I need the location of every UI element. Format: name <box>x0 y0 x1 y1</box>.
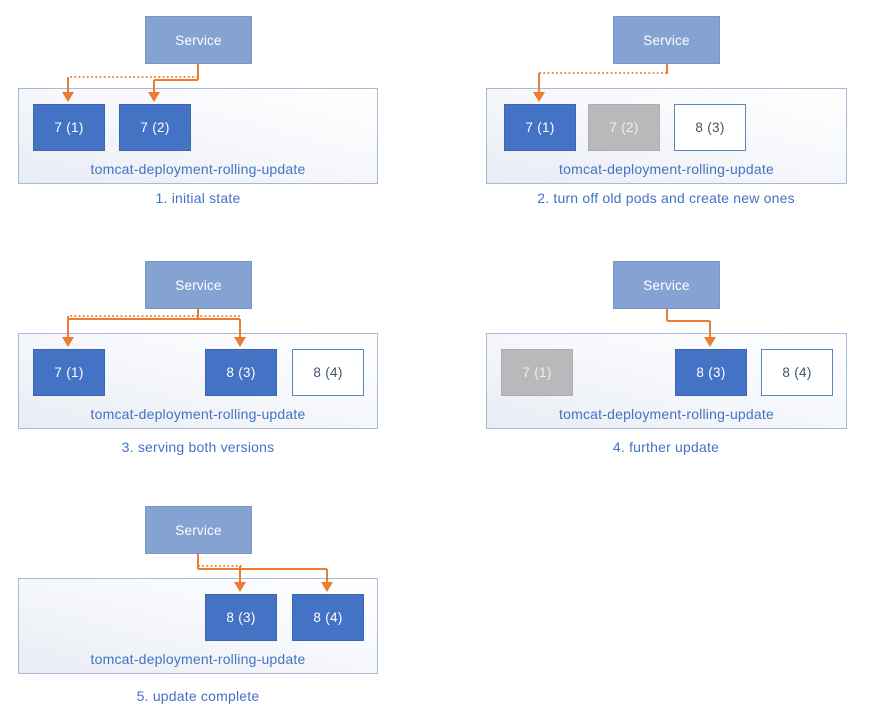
pod: 8 (4) <box>761 349 833 396</box>
panel-caption: 3. serving both versions <box>121 439 275 455</box>
service-box: Service <box>145 16 252 64</box>
panel-caption: 4. further update <box>612 439 720 455</box>
pod: 7 (1) <box>504 104 576 151</box>
service-box: Service <box>145 506 252 554</box>
deployment-box: 7 (1) 7 (2) 8 (3) tomcat-deployment-roll… <box>486 88 847 184</box>
pod: 7 (1) <box>33 349 105 396</box>
panel-caption: 2. turn off old pods and create new ones <box>537 190 795 206</box>
pod: 8 (3) <box>674 104 746 151</box>
pod: 8 (3) <box>205 349 277 396</box>
pod: 8 (4) <box>292 594 364 641</box>
panel-caption: 5. update complete <box>136 688 260 704</box>
deployment-box: 7 (1) 8 (3) 8 (4) tomcat-deployment-roll… <box>486 333 847 429</box>
pod: 8 (3) <box>205 594 277 641</box>
deployment-name: tomcat-deployment-rolling-update <box>559 161 774 177</box>
pod: 8 (4) <box>292 349 364 396</box>
service-box: Service <box>145 261 252 309</box>
deployment-name: tomcat-deployment-rolling-update <box>90 406 306 422</box>
deployment-box: 7 (1) 7 (2) tomcat-deployment-rolling-up… <box>18 88 378 184</box>
deployment-name: tomcat-deployment-rolling-update <box>90 161 306 177</box>
pod: 7 (2) <box>119 104 191 151</box>
deployment-box: 7 (1) 8 (3) 8 (4) tomcat-deployment-roll… <box>18 333 378 429</box>
service-box: Service <box>613 261 720 309</box>
panel-caption: 1. initial state <box>155 190 241 206</box>
pod: 7 (1) <box>33 104 105 151</box>
pod: 7 (2) <box>588 104 660 151</box>
deployment-box: 8 (3) 8 (4) tomcat-deployment-rolling-up… <box>18 578 378 674</box>
deployment-name: tomcat-deployment-rolling-update <box>90 651 306 667</box>
deployment-name: tomcat-deployment-rolling-update <box>559 406 774 422</box>
service-box: Service <box>613 16 720 64</box>
pod: 7 (1) <box>501 349 573 396</box>
pod: 8 (3) <box>675 349 747 396</box>
